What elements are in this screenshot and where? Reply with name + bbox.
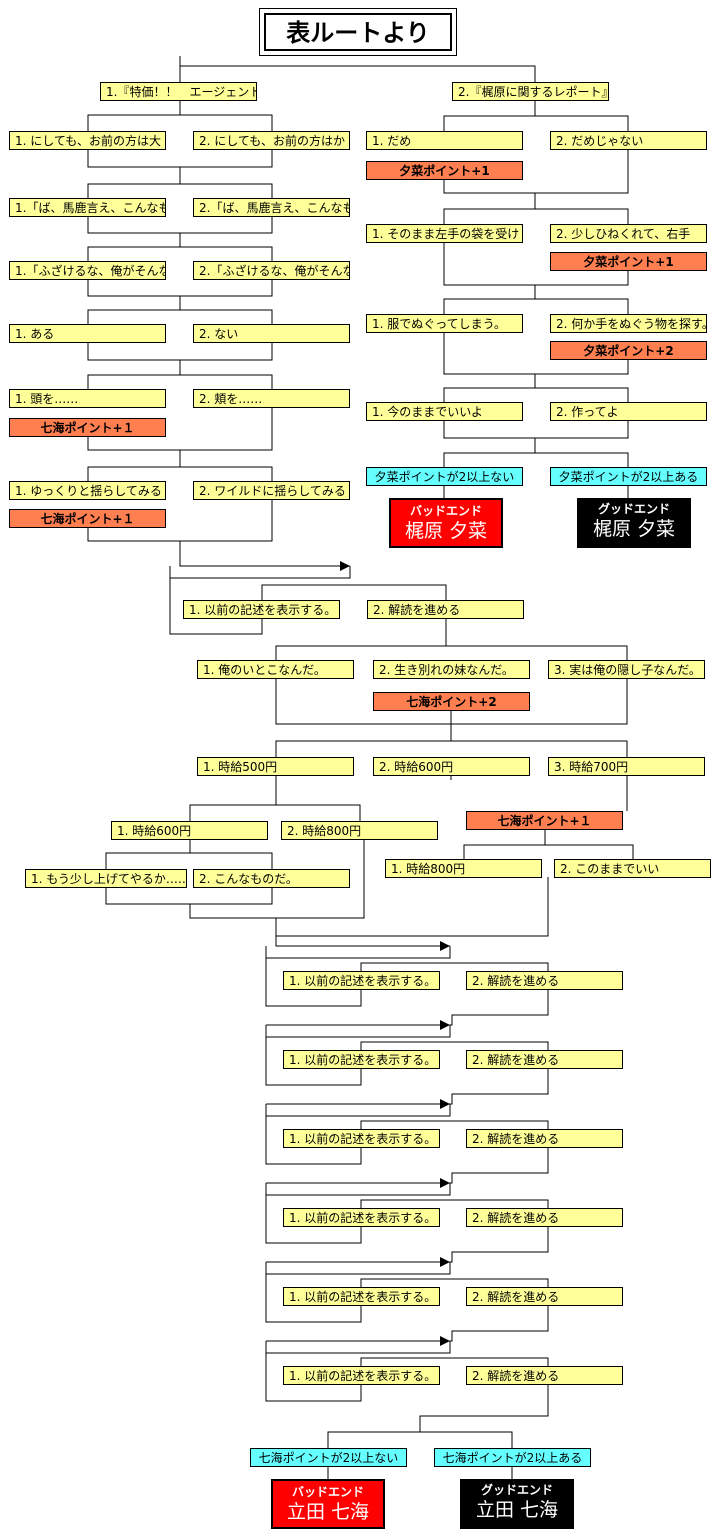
choice-box: 2. 少しひねくれて、右手 bbox=[550, 224, 707, 243]
choice-box: 2. 解読を進める bbox=[466, 971, 623, 990]
ending-character-name: 立田 七海 bbox=[475, 1499, 559, 1521]
ending-type-label: グッドエンド bbox=[597, 502, 670, 516]
condition-box: 夕菜ポイントが2以上ない bbox=[366, 467, 523, 486]
point-bonus-box: 七海ポイント+2 bbox=[373, 692, 530, 711]
end-good-yuuna: グッドエンド梶原 夕菜 bbox=[577, 498, 691, 548]
choice-box: 1. ある bbox=[9, 324, 166, 343]
choice-box: 2. ワイルドに揺らしてみる bbox=[193, 481, 350, 500]
choice-box: 3. 時給700円 bbox=[548, 757, 705, 776]
choice-box: 1. 以前の記述を表示する。 bbox=[283, 1208, 440, 1227]
choice-box: 2. 解読を進める bbox=[466, 1129, 623, 1148]
end-bad-nanami: バッドエンド立田 七海 bbox=[271, 1479, 385, 1529]
point-bonus-box: 七海ポイント+１ bbox=[9, 509, 166, 528]
choice-box: 1. 以前の記述を表示する。 bbox=[283, 971, 440, 990]
choice-box: 1. 時給600円 bbox=[111, 821, 268, 840]
ending-type-label: グッドエンド bbox=[480, 1483, 553, 1497]
condition-box: 七海ポイントが2以上ある bbox=[434, 1448, 591, 1467]
choice-box: 1. 今のままでいいよ bbox=[366, 402, 523, 421]
choice-box: 2.「ば、馬鹿言え、こんなも bbox=[193, 198, 350, 217]
choice-box: 1. 以前の記述を表示する。 bbox=[283, 1366, 440, 1385]
diagram-title: 表ルートより bbox=[264, 13, 452, 51]
point-bonus-box: 夕菜ポイント+1 bbox=[366, 161, 523, 180]
diagram-title-frame: 表ルートより bbox=[259, 8, 457, 56]
choice-box: 2. 頬を…… bbox=[193, 389, 350, 408]
choice-box: 1.「ふざけるな、俺がそんな bbox=[9, 261, 166, 280]
choice-box: 1. 以前の記述を表示する。 bbox=[283, 1129, 440, 1148]
choice-box: 1. 以前の記述を表示する。 bbox=[283, 1050, 440, 1069]
ending-type-label: バッドエンド bbox=[409, 504, 482, 518]
choice-box: 1. だめ bbox=[366, 131, 523, 150]
choice-box: 2. 解読を進める bbox=[466, 1050, 623, 1069]
ending-character-name: 立田 七海 bbox=[286, 1501, 370, 1523]
point-bonus-box: 夕菜ポイント+2 bbox=[550, 341, 707, 360]
ending-character-name: 梶原 夕菜 bbox=[404, 520, 488, 542]
choice-box: 3. 実は俺の隠し子なんだ。 bbox=[548, 660, 705, 679]
choice-box: 2.「ふざけるな、俺がそんな bbox=[193, 261, 350, 280]
point-bonus-box: 七海ポイント+１ bbox=[9, 418, 166, 437]
choice-box: 2. 解読を進める bbox=[466, 1287, 623, 1306]
choice-box: 1. 以前の記述を表示する。 bbox=[283, 1287, 440, 1306]
choice-box: 1. にしても、お前の方は大 bbox=[9, 131, 166, 150]
end-good-nanami: グッドエンド立田 七海 bbox=[460, 1479, 574, 1529]
choice-box: 2. 作ってよ bbox=[550, 402, 707, 421]
ending-type-label: バッドエンド bbox=[291, 1485, 364, 1499]
choice-box: 2.『梶原に関するレポート』 bbox=[452, 82, 609, 101]
choice-box: 2. このままでいい bbox=[554, 859, 711, 878]
choice-box: 2. だめじゃない bbox=[550, 131, 707, 150]
choice-box: 1. 俺のいとこなんだ。 bbox=[197, 660, 354, 679]
choice-box: 2. 解読を進める bbox=[466, 1366, 623, 1385]
condition-box: 夕菜ポイントが2以上ある bbox=[550, 467, 707, 486]
end-bad-yuuna: バッドエンド梶原 夕菜 bbox=[389, 498, 503, 548]
point-bonus-box: 夕菜ポイント+1 bbox=[550, 252, 707, 271]
choice-box: 1. 時給500円 bbox=[197, 757, 354, 776]
choice-box: 1. 服でぬぐってしまう。 bbox=[366, 314, 523, 333]
condition-box: 七海ポイントが2以上ない bbox=[250, 1448, 407, 1467]
point-bonus-box: 七海ポイント+１ bbox=[466, 811, 623, 830]
choice-box: 2. 時給800円 bbox=[281, 821, 438, 840]
choice-box: 1. そのまま左手の袋を受け bbox=[366, 224, 523, 243]
choice-box: 2. 解読を進める bbox=[367, 600, 524, 619]
choice-box: 2. にしても、お前の方はか bbox=[193, 131, 350, 150]
choice-box: 1. ゆっくりと揺らしてみる bbox=[9, 481, 166, 500]
choice-box: 2. こんなものだ。 bbox=[193, 869, 350, 888]
choice-box: 1.『特価！！ エージェント bbox=[100, 82, 257, 101]
choice-box: 2. 生き別れの妹なんだ。 bbox=[373, 660, 530, 679]
choice-box: 1. 時給800円 bbox=[385, 859, 542, 878]
choice-box: 1. もう少し上げてやるか…… bbox=[25, 869, 187, 888]
choice-box: 1.「ば、馬鹿言え、こんなも bbox=[9, 198, 166, 217]
choice-box: 2. 時給600円 bbox=[373, 757, 530, 776]
ending-character-name: 梶原 夕菜 bbox=[592, 518, 676, 540]
choice-box: 2. 何か手をぬぐう物を探す。 bbox=[550, 314, 707, 333]
choice-box: 1. 頭を…… bbox=[9, 389, 166, 408]
choice-box: 1. 以前の記述を表示する。 bbox=[183, 600, 340, 619]
choice-box: 2. 解読を進める bbox=[466, 1208, 623, 1227]
choice-box: 2. ない bbox=[193, 324, 350, 343]
